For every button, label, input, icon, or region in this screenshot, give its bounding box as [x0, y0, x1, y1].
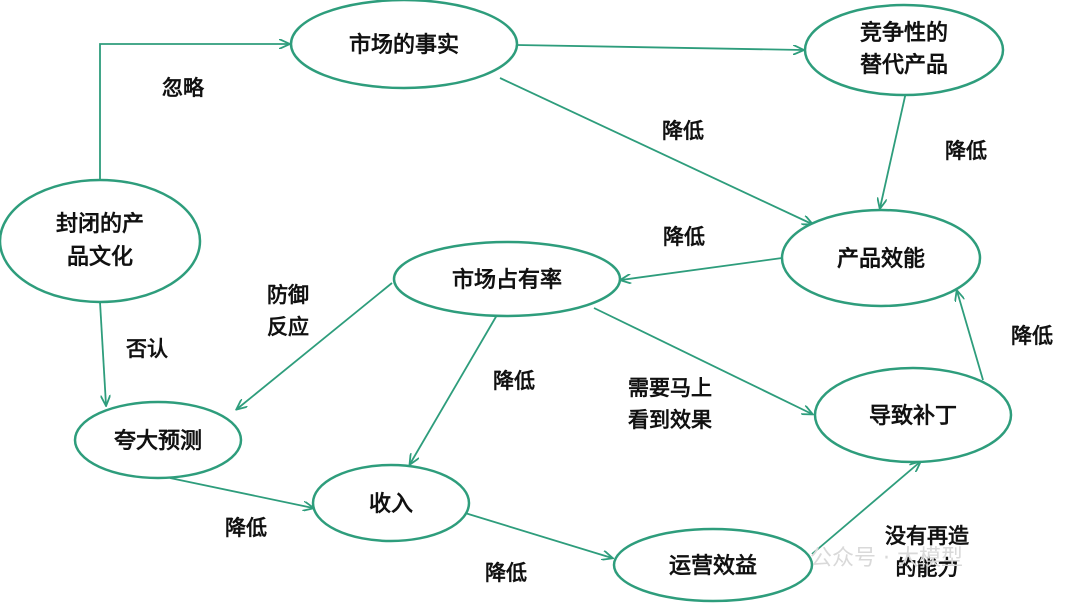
watermark: 公众号 · 大模型 — [810, 546, 963, 571]
edge-market-share-to-revenue — [410, 314, 498, 464]
node-operating-efficiency: 运营效益 — [612, 527, 814, 603]
edge-patches-to-efficacy — [957, 291, 984, 381]
edge-closed-culture-to-market-facts — [99, 44, 289, 180]
node-revenue: 收入 — [311, 463, 471, 543]
edge-label-reduce-5: 降低 — [1011, 324, 1053, 348]
edge-label-reduce-6: 降低 — [225, 516, 267, 540]
edge-label-deny: 否认 — [126, 337, 168, 361]
edge-label-reduce-1: 降低 — [662, 119, 704, 143]
edge-label-no-ability-line-2: 的能力 — [896, 556, 959, 580]
node-closed-product-culture: 封闭的产 品文化 — [0, 178, 202, 304]
node-competitive-substitutes-line-1: 竞争性的 — [860, 20, 948, 46]
edge-operating-to-patches — [811, 462, 920, 555]
edge-label-reduce-3: 降低 — [663, 225, 705, 249]
edge-market-share-to-patches — [593, 307, 812, 414]
edge-label-reduce-4: 降低 — [493, 369, 535, 393]
edge-efficacy-to-market-share — [621, 257, 783, 280]
node-market-facts-label: 市场的事实 — [349, 32, 459, 58]
edge-revenue-to-operating — [464, 512, 612, 558]
edge-label-need-results-line-1: 需要马上 — [628, 376, 712, 400]
node-closed-product-culture-line-1: 封闭的产 — [56, 211, 144, 237]
node-exaggerated-forecast: 夸大预测 — [73, 400, 243, 480]
edge-label-need-results-line-2: 看到效果 — [628, 408, 712, 432]
edge-label-reduce-2: 降低 — [945, 139, 987, 163]
node-market-share-label: 市场占有率 — [452, 267, 562, 293]
edge-substitutes-to-efficacy — [880, 91, 907, 208]
node-competitive-substitutes: 竞争性的 替代产品 — [803, 3, 1005, 97]
node-closed-product-culture-line-2: 品文化 — [67, 244, 133, 270]
node-product-efficacy: 产品效能 — [780, 208, 982, 308]
node-lead-to-patches-label: 导致补丁 — [869, 403, 957, 429]
edge-market-facts-to-substitutes — [516, 44, 803, 50]
edge-market-facts-to-efficacy — [499, 77, 812, 224]
edge-label-ignore: 忽略 — [162, 76, 205, 100]
node-market-share: 市场占有率 — [392, 240, 622, 318]
node-lead-to-patches: 导致补丁 — [813, 366, 1013, 464]
node-operating-efficiency-label: 运营效益 — [669, 553, 757, 579]
edge-label-defensive-line-1: 防御 — [267, 283, 309, 307]
edge-label-defensive-line-2: 反应 — [267, 315, 309, 339]
node-product-efficacy-label: 产品效能 — [837, 246, 925, 272]
edge-closed-culture-to-forecast — [99, 301, 106, 405]
node-revenue-label: 收入 — [369, 491, 413, 517]
node-market-facts: 市场的事实 — [289, 0, 519, 90]
edge-label-reduce-7: 降低 — [485, 561, 527, 585]
edge-forecast-to-revenue — [169, 477, 313, 508]
edge-market-share-to-forecast — [237, 282, 393, 409]
edge-label-no-ability-line-1: 没有再造 — [885, 524, 970, 548]
node-exaggerated-forecast-label: 夸大预测 — [114, 429, 202, 454]
node-competitive-substitutes-line-2: 替代产品 — [860, 53, 948, 78]
